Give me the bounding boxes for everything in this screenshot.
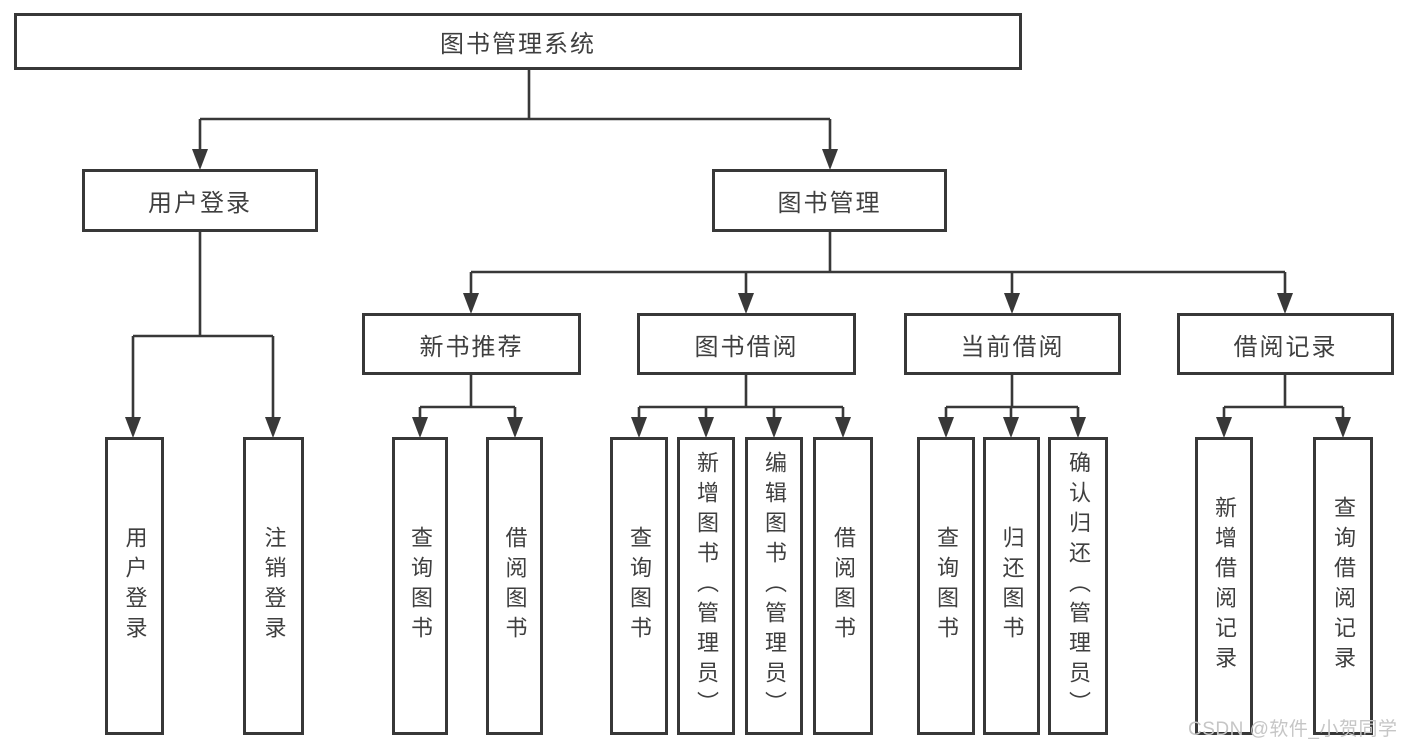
- node-current-borrow: 当前借阅: [904, 313, 1121, 375]
- leaf-borrow-add-book-admin: 新增图书（管理员）: [677, 437, 735, 735]
- node-user-login: 用户登录: [82, 169, 318, 232]
- leaf-records-query-record: 查询借阅记录: [1313, 437, 1373, 735]
- node-new-book-recommend: 新书推荐: [362, 313, 581, 375]
- leaf-current-return-book: 归还图书: [983, 437, 1040, 735]
- csdn-watermark: CSDN @软件_小贺同学: [1188, 719, 1398, 740]
- leaf-user-login: 用户登录: [105, 437, 164, 735]
- leaf-current-query-book: 查询图书: [917, 437, 975, 735]
- leaf-logout: 注销登录: [243, 437, 304, 735]
- leaf-borrow-borrow-book: 借阅图书: [813, 437, 873, 735]
- node-root-system: 图书管理系统: [14, 13, 1022, 70]
- leaf-recommend-borrow-book: 借阅图书: [486, 437, 543, 735]
- node-book-borrow: 图书借阅: [637, 313, 856, 375]
- leaf-recommend-query-book: 查询图书: [392, 437, 448, 735]
- leaf-current-confirm-return-admin: 确认归还（管理员）: [1048, 437, 1108, 735]
- leaf-records-add-record: 新增借阅记录: [1195, 437, 1253, 735]
- leaf-borrow-query-book: 查询图书: [610, 437, 668, 735]
- node-borrow-records: 借阅记录: [1177, 313, 1394, 375]
- node-book-management: 图书管理: [712, 169, 947, 232]
- leaf-borrow-edit-book-admin: 编辑图书（管理员）: [745, 437, 803, 735]
